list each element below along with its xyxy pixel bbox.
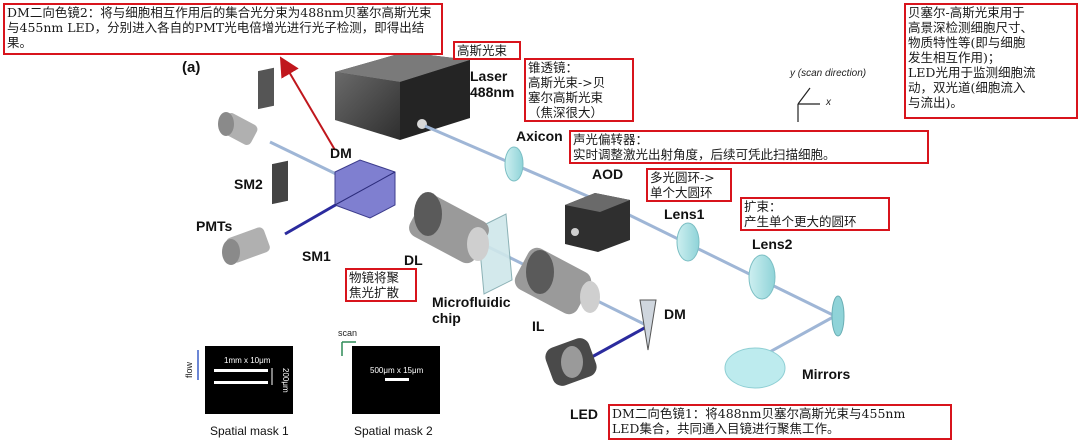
lens1 xyxy=(676,222,700,262)
dl-objective xyxy=(409,192,489,264)
sm2-detector xyxy=(218,112,258,145)
dm-bottom-label: DM xyxy=(664,306,686,322)
dm-top-cube xyxy=(334,159,396,219)
chip-label: Microfluidic chip xyxy=(432,294,511,326)
sm1-label: SM1 xyxy=(302,248,331,264)
il-label: IL xyxy=(532,318,545,334)
annotation-dm1: DM二向色镜1：将488nm贝塞尔高斯光束与455nm LED集合，共同通入目镜… xyxy=(608,404,952,440)
annotation-dm2: DM二向色镜2：将与细胞相互作用后的集合光分束为488nm贝塞尔高斯光束与455… xyxy=(3,3,443,55)
mask1-slit-bottom xyxy=(214,381,268,384)
axis-x-label: x xyxy=(826,97,831,108)
mask2-size: 500μm x 15μm xyxy=(370,366,424,375)
spatial-mask-1 xyxy=(205,346,293,414)
lens2-label: Lens2 xyxy=(752,236,793,252)
led-source xyxy=(545,338,597,386)
axis-y-label: y (scan direction) xyxy=(790,68,867,79)
aod-label: AOD xyxy=(592,166,624,182)
annotation-bessel: 贝塞尔-高斯光束用于 高景深检测细胞尺寸、 物质特性等(即与细胞 发生相互作用)… xyxy=(904,3,1078,119)
annotation-ring: 多光圆环-> 单个大圆环 xyxy=(646,168,732,202)
sm1-plate xyxy=(272,160,288,205)
panel-label: (a) xyxy=(182,59,201,76)
mirror-bottom xyxy=(724,347,786,389)
mask1-slit-top xyxy=(214,369,268,372)
mask2-slit xyxy=(385,378,409,381)
red-pointer-arrow xyxy=(279,56,336,151)
dm-bottom-prism xyxy=(639,299,657,351)
annotation-objective: 物镜将聚 焦光扩散 xyxy=(345,268,417,302)
beam-aod-lens xyxy=(614,206,836,318)
annotation-gaussian: 高斯光束 xyxy=(453,41,521,60)
pmts-label: PMTs xyxy=(196,218,233,234)
annotation-expand: 扩束： 产生单个更大的圆环 xyxy=(740,197,890,231)
mask2-caption: Spatial mask 2 xyxy=(354,424,433,438)
laser-label: Laser 488nm xyxy=(470,68,515,100)
mask1-size: 1mm x 10μm xyxy=(224,356,271,365)
lens1-label: Lens1 xyxy=(664,206,705,222)
annotation-axicon: 锥透镜： 高斯光束->贝 塞尔高斯光束 （焦深很大） xyxy=(524,58,634,122)
axicon-label: Axicon xyxy=(516,128,563,144)
aod-box xyxy=(565,193,630,252)
mask2-scan: scan xyxy=(338,328,358,338)
beam-led-dm xyxy=(589,324,649,360)
mirrors-label: Mirrors xyxy=(802,366,851,382)
sm2-label: SM2 xyxy=(234,176,263,192)
dl-label: DL xyxy=(404,252,423,268)
axis-y-arrow xyxy=(797,87,811,105)
mask1-gap: 200μm xyxy=(281,368,290,393)
mask1-caption: Spatial mask 1 xyxy=(210,424,289,438)
sm2-plate xyxy=(258,67,274,110)
laser-box xyxy=(335,52,470,140)
dm-top-label: DM xyxy=(330,145,352,161)
lens2 xyxy=(748,254,776,300)
annotation-aod: 声光偏转器： 实时调整激光出射角度，后续可凭此扫描细胞。 xyxy=(569,130,929,164)
axicon-lens xyxy=(504,146,524,182)
pmt-detector xyxy=(222,227,270,265)
il-objective xyxy=(514,247,600,315)
led-label: LED xyxy=(570,406,598,422)
mask1-flow: flow xyxy=(184,361,194,378)
mirror-right xyxy=(831,295,845,337)
